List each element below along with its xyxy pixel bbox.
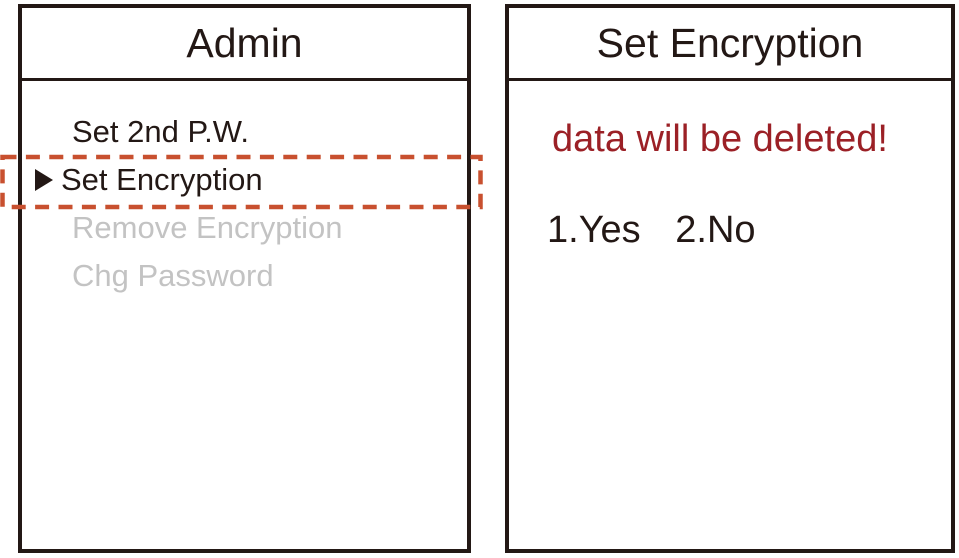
- set-encryption-screen-header: Set Encryption: [509, 8, 951, 81]
- confirm-options: 1.Yes 2.No: [547, 211, 756, 249]
- option-no[interactable]: 2.No: [675, 209, 756, 251]
- menu-item-chg-password[interactable]: Chg Password: [22, 252, 467, 300]
- admin-screen: Admin Set 2nd P.W. Set Encryption Remove…: [18, 4, 471, 553]
- selection-pointer-icon: [35, 169, 53, 191]
- menu-item-remove-encryption[interactable]: Remove Encryption: [22, 204, 467, 252]
- menu-item-set-encryption[interactable]: Set Encryption: [22, 156, 467, 204]
- menu-item-label: Chg Password: [72, 258, 274, 293]
- menu-item-set-2nd-pw[interactable]: Set 2nd P.W.: [22, 108, 467, 156]
- option-yes[interactable]: 1.Yes: [547, 209, 641, 251]
- admin-screen-title: Admin: [186, 19, 303, 66]
- set-encryption-screen-title: Set Encryption: [596, 19, 864, 66]
- menu-item-label: Set Encryption: [61, 162, 263, 197]
- menu-item-label: Set 2nd P.W.: [72, 114, 249, 149]
- data-deleted-warning: data will be deleted!: [552, 118, 888, 160]
- set-encryption-screen: Set Encryption data will be deleted! 1.Y…: [505, 4, 955, 553]
- admin-menu: Set 2nd P.W. Set Encryption Remove Encry…: [22, 108, 467, 300]
- menu-item-label: Remove Encryption: [72, 210, 343, 245]
- admin-screen-header: Admin: [22, 8, 467, 81]
